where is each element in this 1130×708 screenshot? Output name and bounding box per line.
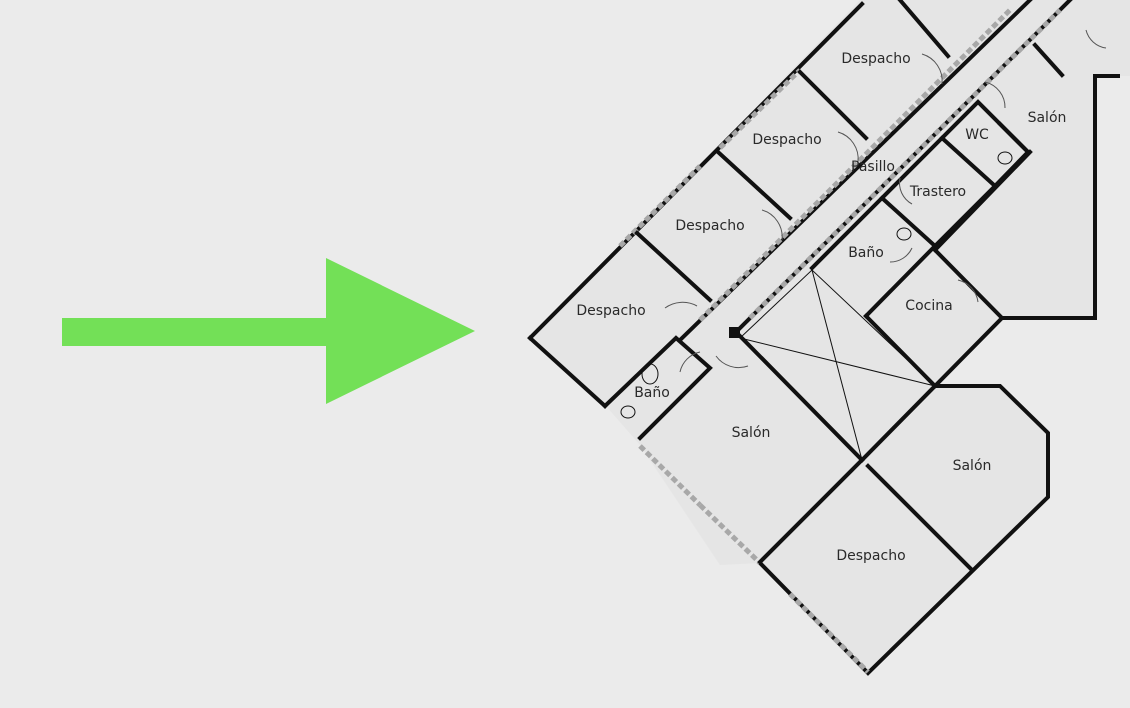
- door-despacho-3: [761, 209, 783, 241]
- room-label-wc: WC: [965, 127, 989, 143]
- room-label-salon-ne: Salón: [1028, 110, 1067, 126]
- wall-salon-ne-top: [1032, 42, 1065, 78]
- corridor-wall-north: [677, 0, 1033, 343]
- outer-wall-northwest: [527, 1, 865, 341]
- room-label-cocina: Cocina: [905, 298, 952, 314]
- window-sw-3: [788, 592, 870, 674]
- window-sw-1: [638, 444, 702, 507]
- sink-bano-2: [620, 405, 636, 419]
- door-salon-ne: [984, 81, 1006, 109]
- wall-despacho-2-1: [797, 69, 869, 141]
- column: [729, 327, 740, 338]
- room-label-pasillo: Pasillo: [851, 159, 895, 175]
- room-labels: Despacho Despacho Despacho Despacho Pasi…: [576, 51, 1066, 564]
- wall-salon-ne-lower: [932, 149, 1033, 253]
- toilet-bano-1: [896, 227, 912, 241]
- door-bano-1: [889, 247, 913, 263]
- outer-wall-southwest-left: [527, 335, 608, 409]
- room-label-salon-center: Salón: [732, 425, 771, 441]
- door-salon-center: [715, 355, 749, 369]
- toilet-bano-2: [641, 363, 659, 385]
- door-cocina: [957, 279, 979, 303]
- corridor-window-north: [698, 8, 1012, 322]
- wall-bano-2: [602, 335, 713, 441]
- window-nw-1: [618, 164, 702, 248]
- toilet-wc: [997, 151, 1013, 165]
- window-nw-2: [718, 68, 802, 150]
- void-cross-a: [739, 337, 936, 387]
- room-label-despacho-4: Despacho: [576, 303, 645, 319]
- void-cross-b: [811, 269, 863, 461]
- room-label-trastero: Trastero: [909, 184, 966, 200]
- door-bano-2: [679, 351, 701, 373]
- room-label-despacho-3: Despacho: [675, 218, 744, 234]
- wall-salon-center-se: [757, 457, 865, 565]
- room-label-bano-2: Baño: [634, 385, 670, 401]
- wall-bano-1: [809, 195, 938, 319]
- room-label-bano-1: Baño: [848, 245, 884, 261]
- wall-trastero: [879, 135, 998, 249]
- room-label-despacho-5: Despacho: [836, 548, 905, 564]
- wall-salon-se-divider: [865, 463, 975, 573]
- wall-despacho-3-2: [715, 149, 793, 221]
- wall-despacho-1-top: [897, 0, 951, 59]
- corridor-window-south: [748, 8, 1062, 320]
- room-label-despacho-2: Despacho: [752, 132, 821, 148]
- door-trastero: [899, 177, 913, 205]
- wall-cocina: [863, 247, 1005, 389]
- door-despacho-2: [837, 131, 859, 163]
- door-top-right: [1085, 29, 1107, 49]
- arrow-right-icon: [62, 258, 475, 404]
- window-sw-2: [698, 503, 762, 565]
- room-label-salon-se: Salón: [953, 458, 992, 474]
- outer-wall-east: [1000, 74, 1097, 320]
- door-despacho-4: [664, 301, 698, 309]
- wall-salon-ne-west: [997, 121, 1031, 155]
- room-label-despacho-1: Despacho: [841, 51, 910, 67]
- door-despacho-1: [921, 53, 943, 85]
- floor-plan: [527, 0, 1130, 676]
- wall-despacho-4-3: [634, 230, 713, 303]
